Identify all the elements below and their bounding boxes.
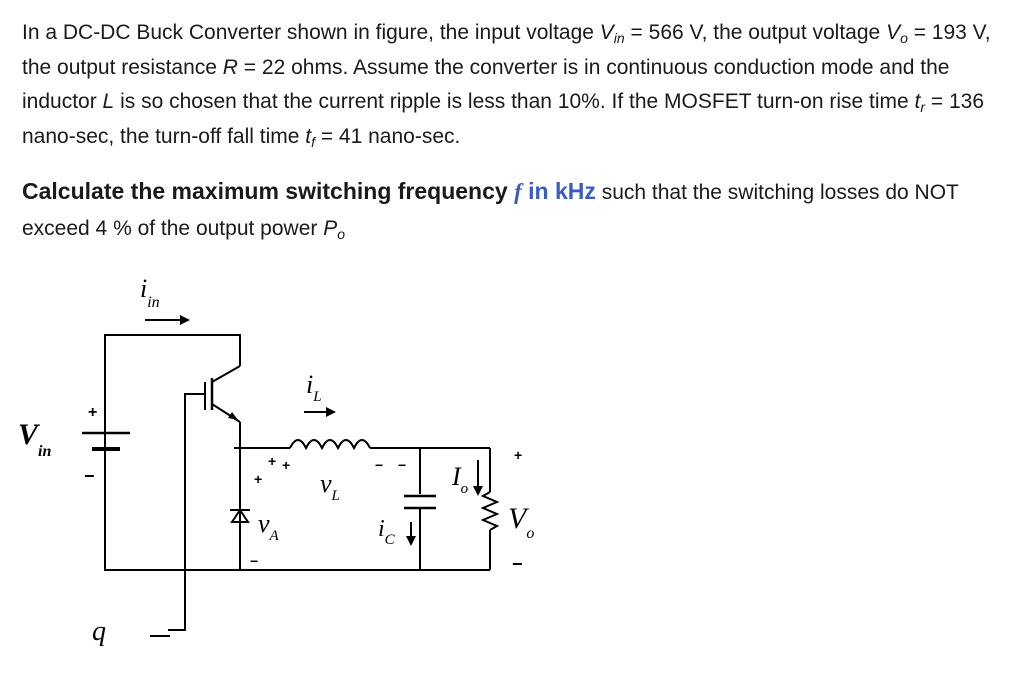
r-symbol: R — [222, 55, 238, 79]
tr-symbol: tr — [914, 90, 926, 115]
gate-wire — [168, 393, 205, 631]
io-label: Io — [451, 462, 469, 497]
gate-label: q — [92, 616, 106, 647]
text-segment: = 193 V, the output resistance — [22, 21, 991, 79]
mosfet-drain — [211, 365, 241, 383]
vo-label: Vo — [508, 502, 534, 542]
resistor-icon — [480, 491, 500, 531]
va-minus: − — [250, 553, 258, 569]
vo-symbol: Vo — [886, 21, 908, 46]
bottom-wire — [104, 480, 490, 571]
buck-converter-circuit: iin + − Vin q + + vA − iL vL + − − iC Io… — [18, 274, 534, 647]
vl-label: vL — [320, 469, 340, 504]
vin-label: Vin — [18, 418, 51, 460]
diode-icon — [230, 508, 250, 523]
battery-minus: − — [84, 466, 95, 486]
problem-statement: In a DC-DC Buck Converter shown in figur… — [22, 16, 1012, 154]
tf-symbol: tf — [305, 124, 315, 150]
mosfet-arrow — [228, 412, 238, 420]
text-segment: = 136 nano-sec, the turn-off fall time — [22, 90, 985, 148]
vo-plus: + — [514, 447, 522, 463]
il-arrow-head — [326, 407, 336, 417]
va-plus-2: + — [268, 453, 276, 469]
po-symbol: Po — [323, 217, 346, 242]
iin-arrow-head — [180, 315, 190, 325]
vl-minus: − — [375, 457, 383, 473]
cap-minus: − — [398, 457, 406, 473]
il-label: iL — [306, 370, 322, 405]
text-segment: = 41 nano-sec. — [315, 124, 461, 148]
ic-label: iC — [378, 516, 396, 548]
text-segment: = 566 V, the output voltage — [624, 21, 887, 44]
question-bold: Calculate the maximum switching frequenc… — [22, 178, 515, 204]
inductor-icon — [289, 439, 371, 451]
va-label: vA — [258, 509, 280, 544]
vo-minus: − — [512, 554, 523, 574]
text-segment: = 22 ohms. Assume the converter is in co… — [22, 55, 950, 114]
question-highlight: f in kHz — [514, 178, 596, 204]
vl-plus: + — [282, 457, 290, 473]
io-arrow-head — [473, 486, 483, 496]
problem-text: In a DC-DC Buck Converter shown in figur… — [22, 16, 1012, 154]
vin-symbol: Vin — [599, 21, 625, 46]
battery-plus: + — [88, 404, 97, 421]
ic-arrow-head — [406, 536, 416, 546]
question-text: Calculate the maximum switching frequenc… — [22, 173, 1012, 247]
iin-label: iin — [140, 274, 160, 311]
question-rest: such that the switching losses do NOT ex… — [22, 181, 959, 240]
text-segment: is so chosen that the current ripple is … — [114, 90, 915, 113]
l-symbol: L — [102, 90, 115, 113]
va-plus: + — [254, 471, 262, 487]
input-top-wire — [104, 334, 241, 480]
text-segment: In a DC-DC Buck Converter shown in figur… — [22, 21, 600, 44]
